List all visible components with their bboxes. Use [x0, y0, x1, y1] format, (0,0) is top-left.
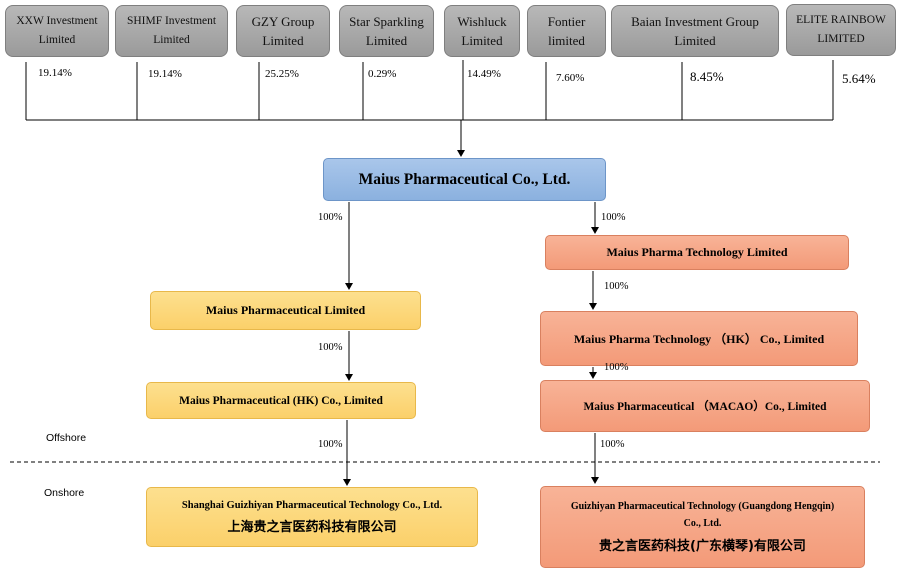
parent-company-box: Maius Pharmaceutical Co., Ltd.: [323, 158, 606, 201]
entity-name-en: Shanghai Guizhiyan Pharmaceutical Techno…: [181, 499, 443, 511]
ownership-pct: 100%: [318, 212, 343, 223]
shareholder-box: Baian Investment Group Limited: [611, 5, 779, 57]
shareholder-box: Wishluck Limited: [444, 5, 520, 57]
ownership-pct: 19.14%: [38, 67, 72, 79]
ownership-pct: 100%: [604, 362, 629, 373]
entity-box: Maius Pharma Technology （HK） Co., Limite…: [540, 311, 858, 366]
entity-name: Maius Pharmaceutical （MACAO）Co., Limited: [583, 401, 827, 413]
ownership-pct: 100%: [318, 439, 343, 450]
entity-name: Maius Pharma Technology （HK） Co., Limite…: [573, 332, 825, 346]
entity-name-cn: 上海贵之言医药科技有限公司: [227, 519, 397, 535]
offshore-label: Offshore: [46, 432, 87, 444]
entity-name: Maius Pharma Technology Limited: [606, 245, 788, 259]
entity-box: Maius Pharma Technology Limited: [545, 235, 849, 270]
ownership-pct: 100%: [318, 342, 343, 353]
entity-name-cn: 贵之言医药科技(广东横琴)有限公司: [599, 538, 806, 554]
entity-box: Maius Pharmaceutical Limited: [150, 291, 421, 330]
shareholder-box: ELITE RAINBOW LIMITED: [786, 4, 896, 56]
entity-name-en-line2: Co., Ltd.: [683, 517, 722, 529]
ownership-pct: 8.45%: [690, 69, 724, 84]
shareholder-box: Fontier limited: [527, 5, 606, 57]
parent-company-name: Maius Pharmaceutical Co., Ltd.: [358, 170, 571, 188]
ownership-pct: 7.60%: [556, 72, 585, 84]
shareholder-box: XXW Investment Limited: [5, 5, 109, 57]
entity-name: Maius Pharmaceutical (HK) Co., Limited: [179, 394, 383, 407]
entity-box: Maius Pharmaceutical （MACAO）Co., Limited: [540, 380, 870, 432]
ownership-pct: 0.29%: [368, 68, 397, 80]
ownership-pct: 5.64%: [842, 71, 876, 86]
ownership-pct: 14.49%: [467, 68, 501, 80]
shareholder-box: SHIMF Investment Limited: [115, 5, 228, 57]
shareholder-box: GZY Group Limited: [236, 5, 330, 57]
entity-name-en: Guizhiyan Pharmaceutical Technology (Gua…: [570, 500, 835, 512]
shareholder-box: Star Sparkling Limited: [339, 5, 434, 57]
ownership-pct: 100%: [601, 212, 626, 223]
ownership-pct: 100%: [600, 439, 625, 450]
ownership-pct: 100%: [604, 281, 629, 292]
entity-box: Maius Pharmaceutical (HK) Co., Limited: [146, 382, 416, 419]
onshore-entity-box: Shanghai Guizhiyan Pharmaceutical Techno…: [146, 487, 478, 547]
ownership-pct: 19.14%: [148, 68, 182, 80]
onshore-label: Onshore: [44, 487, 85, 499]
onshore-entity-box: Guizhiyan Pharmaceutical Technology (Gua…: [540, 486, 865, 568]
entity-name: Maius Pharmaceutical Limited: [205, 303, 366, 317]
ownership-pct: 25.25%: [265, 68, 299, 80]
